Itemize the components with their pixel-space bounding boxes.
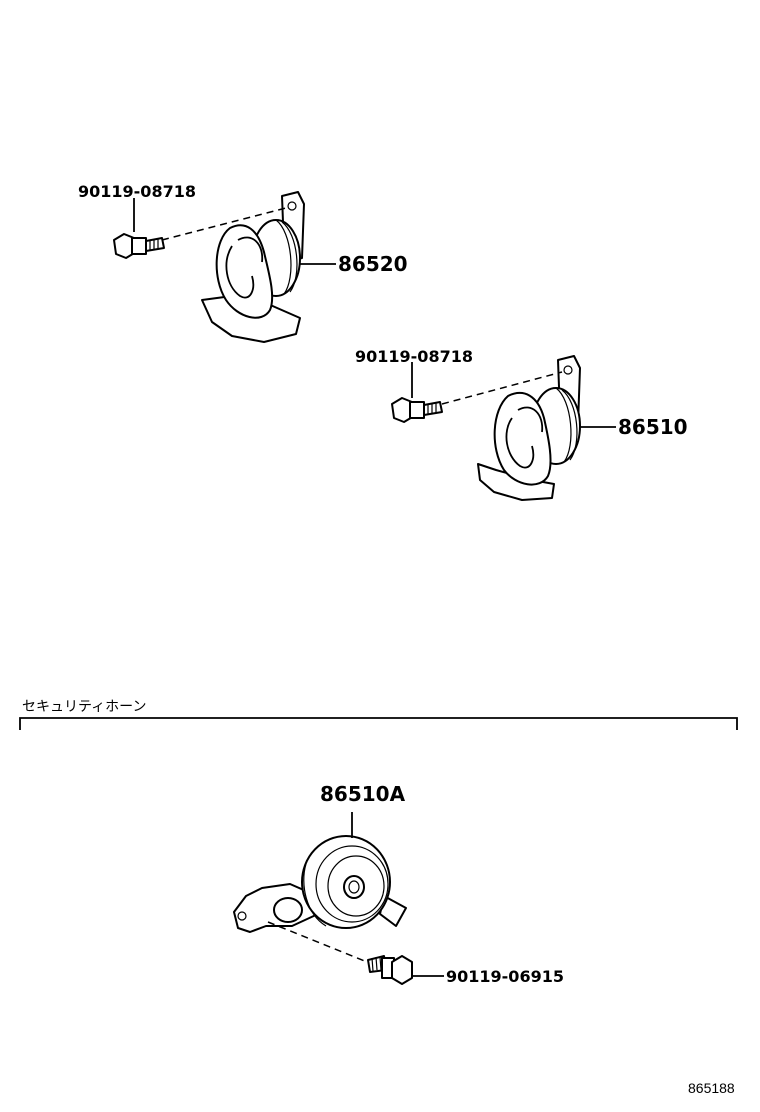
diagram-code: 865188 <box>688 1080 735 1096</box>
part-number-horn-low: 86520 <box>338 252 408 276</box>
part-number-bolt-upper-2: 90119-08718 <box>355 347 473 366</box>
section-bracket <box>19 717 738 730</box>
horn-86510A <box>233 835 407 933</box>
part-number-bolt-upper-1: 90119-08718 <box>78 182 196 201</box>
part-number-bolt-security: 90119-06915 <box>446 967 564 986</box>
bolt-icon <box>367 955 413 985</box>
section-title: セキュリティホーン <box>22 699 146 715</box>
part-number-security-horn: 86510A <box>320 782 406 806</box>
bolt-icon <box>391 397 443 423</box>
horn-86510 <box>477 355 581 501</box>
centerline-86520 <box>161 207 287 241</box>
part-number-horn-high: 86510 <box>618 415 688 439</box>
horn-86520 <box>201 191 305 343</box>
centerline-86510A <box>267 921 373 965</box>
centerline-86510 <box>441 371 563 405</box>
bolt-icon <box>113 233 165 259</box>
